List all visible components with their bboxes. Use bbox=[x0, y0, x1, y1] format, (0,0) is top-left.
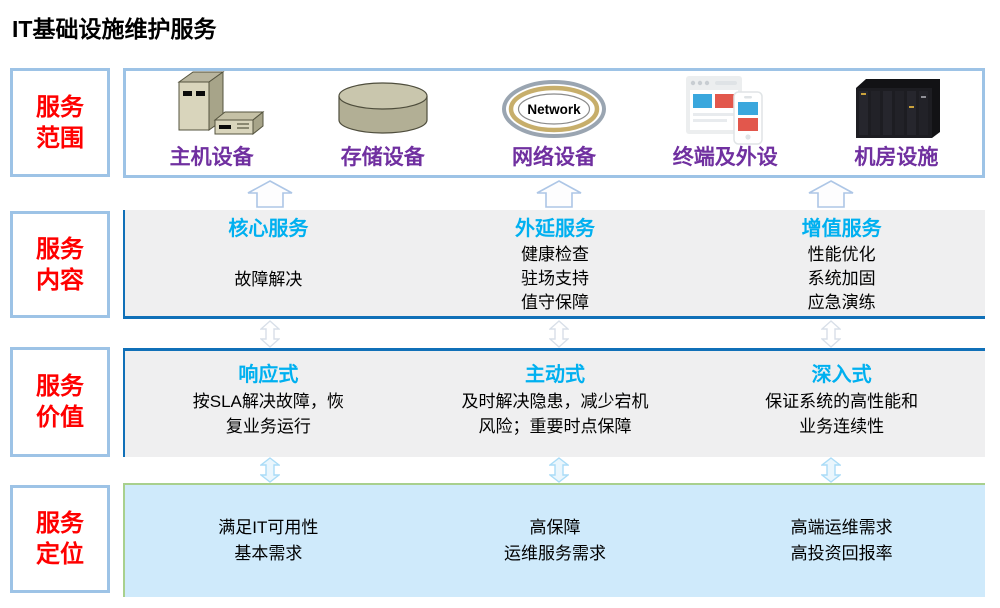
scope-item-label: 主机设备 bbox=[169, 146, 254, 169]
column-lines: 保证系统的高性能和 业务连续性 bbox=[765, 389, 918, 439]
double-arrow-icon bbox=[821, 457, 841, 483]
position-column-basic: 满足IT可用性 基本需求 bbox=[125, 485, 412, 597]
text-line: 应急演练 bbox=[807, 293, 876, 312]
column-lines: 满足IT可用性 基本需求 bbox=[218, 515, 318, 567]
text-line: 高端运维需求 bbox=[790, 518, 893, 537]
double-arrow-icon bbox=[260, 320, 280, 348]
column-lines: 高端运维需求 高投资回报率 bbox=[791, 515, 893, 567]
column-header: 主动式 bbox=[525, 364, 585, 386]
text-line: 运维服务需求 bbox=[504, 544, 606, 563]
terminal-peripheral-icon bbox=[682, 71, 768, 146]
page-title: IT基础设施维护服务 bbox=[12, 16, 217, 42]
text-line: 业务连续性 bbox=[799, 417, 885, 436]
scope-item-label: 存储设备 bbox=[340, 146, 425, 169]
content-column-extended: 外延服务 健康检查 驻场支持 值守保障 bbox=[412, 210, 699, 316]
scope-item-label: 机房设施 bbox=[854, 146, 939, 169]
text-line: 值守保障 bbox=[521, 293, 589, 312]
text-line: 基本需求 bbox=[234, 544, 303, 563]
position-column-highend: 高端运维需求 高投资回报率 bbox=[698, 485, 985, 597]
content-column-core: 核心服务 故障解决 bbox=[125, 210, 412, 316]
text-line: 及时解决隐患，减少宕机 bbox=[461, 392, 649, 411]
text-line: 健康检查 bbox=[521, 245, 589, 264]
double-arrow-icon bbox=[549, 457, 569, 483]
host-equipment-icon bbox=[157, 68, 267, 146]
scope-item-label: 终端及外设 bbox=[672, 146, 778, 169]
text-line: 按SLA解决故障，恢 bbox=[192, 392, 344, 411]
position-column-assurance: 高保障 运维服务需求 bbox=[412, 485, 699, 597]
value-box: 响应式 按SLA解决故障，恢 复业务运行 主动式 及时解决隐患，减少宕机 风险；… bbox=[123, 348, 985, 457]
text-line: 驻场支持 bbox=[521, 269, 589, 288]
column-lines: 健康检查 驻场支持 值守保障 bbox=[521, 243, 589, 315]
row-label-text: 服务价值 bbox=[36, 373, 84, 431]
column-lines: 故障解决 bbox=[234, 243, 302, 316]
scope-box: 主机设备 存储设备 Network 网络设备 bbox=[123, 68, 985, 178]
text-line: 高投资回报率 bbox=[790, 544, 893, 563]
scope-item-room: 机房设施 bbox=[811, 71, 982, 175]
scope-item-host: 主机设备 bbox=[126, 71, 297, 175]
row-label-position: 服务定位 bbox=[10, 485, 110, 593]
column-header: 响应式 bbox=[238, 364, 299, 386]
column-header: 深入式 bbox=[811, 364, 872, 386]
column-lines: 性能优化 系统加固 应急演练 bbox=[808, 243, 876, 315]
row-label-scope: 服务范围 bbox=[10, 68, 110, 177]
value-column-reactive: 响应式 按SLA解决故障，恢 复业务运行 bbox=[125, 351, 412, 457]
row-label-content: 服务内容 bbox=[10, 211, 110, 318]
row-label-text: 服务内容 bbox=[36, 235, 84, 294]
column-lines: 及时解决隐患，减少宕机 风险；重要时点保障 bbox=[462, 389, 649, 439]
column-header: 外延服务 bbox=[515, 218, 595, 240]
up-arrow-icon bbox=[247, 180, 293, 208]
text-line: 复业务运行 bbox=[225, 417, 311, 436]
value-column-deep: 深入式 保证系统的高性能和 业务连续性 bbox=[698, 351, 985, 457]
text-line: 性能优化 bbox=[807, 245, 876, 264]
column-lines: 高保障 运维服务需求 bbox=[504, 515, 606, 567]
scope-item-terminal: 终端及外设 bbox=[640, 71, 811, 175]
text-line: 保证系统的高性能和 bbox=[765, 392, 919, 411]
content-column-value-added: 增值服务 性能优化 系统加固 应急演练 bbox=[698, 210, 985, 316]
row-label-text: 服务定位 bbox=[36, 510, 84, 568]
column-header: 增值服务 bbox=[801, 218, 882, 240]
server-room-icon bbox=[848, 71, 944, 146]
text-line: 风险；重要时点保障 bbox=[478, 417, 632, 436]
text-line: 高保障 bbox=[529, 518, 581, 537]
content-box: 核心服务 故障解决 外延服务 健康检查 驻场支持 值守保障 增值服务 性能优化 … bbox=[123, 210, 985, 319]
double-arrow-icon bbox=[821, 320, 841, 348]
text-line: 系统加固 bbox=[807, 269, 876, 288]
scope-item-label: 网络设备 bbox=[512, 146, 596, 169]
position-box: 满足IT可用性 基本需求 高保障 运维服务需求 高端运维需求 高投资回报率 bbox=[123, 483, 985, 597]
row-label-text: 服务范围 bbox=[36, 93, 84, 152]
column-lines: 按SLA解决故障，恢 复业务运行 bbox=[193, 389, 344, 439]
storage-device-icon bbox=[335, 71, 431, 146]
network-device-icon: Network bbox=[501, 71, 607, 146]
value-column-proactive: 主动式 及时解决隐患，减少宕机 风险；重要时点保障 bbox=[412, 351, 699, 457]
row-label-value: 服务价值 bbox=[10, 347, 110, 457]
double-arrow-icon bbox=[549, 320, 569, 348]
scope-item-network: Network 网络设备 bbox=[468, 71, 639, 175]
column-header: 核心服务 bbox=[228, 218, 309, 240]
text-line: 故障解决 bbox=[234, 269, 303, 289]
double-arrow-icon bbox=[260, 457, 280, 483]
network-icon-text: Network bbox=[527, 102, 581, 117]
up-arrow-icon bbox=[536, 180, 582, 208]
text-line: 满足IT可用性 bbox=[218, 518, 319, 537]
up-arrow-icon bbox=[808, 180, 854, 208]
scope-item-storage: 存储设备 bbox=[297, 71, 468, 175]
